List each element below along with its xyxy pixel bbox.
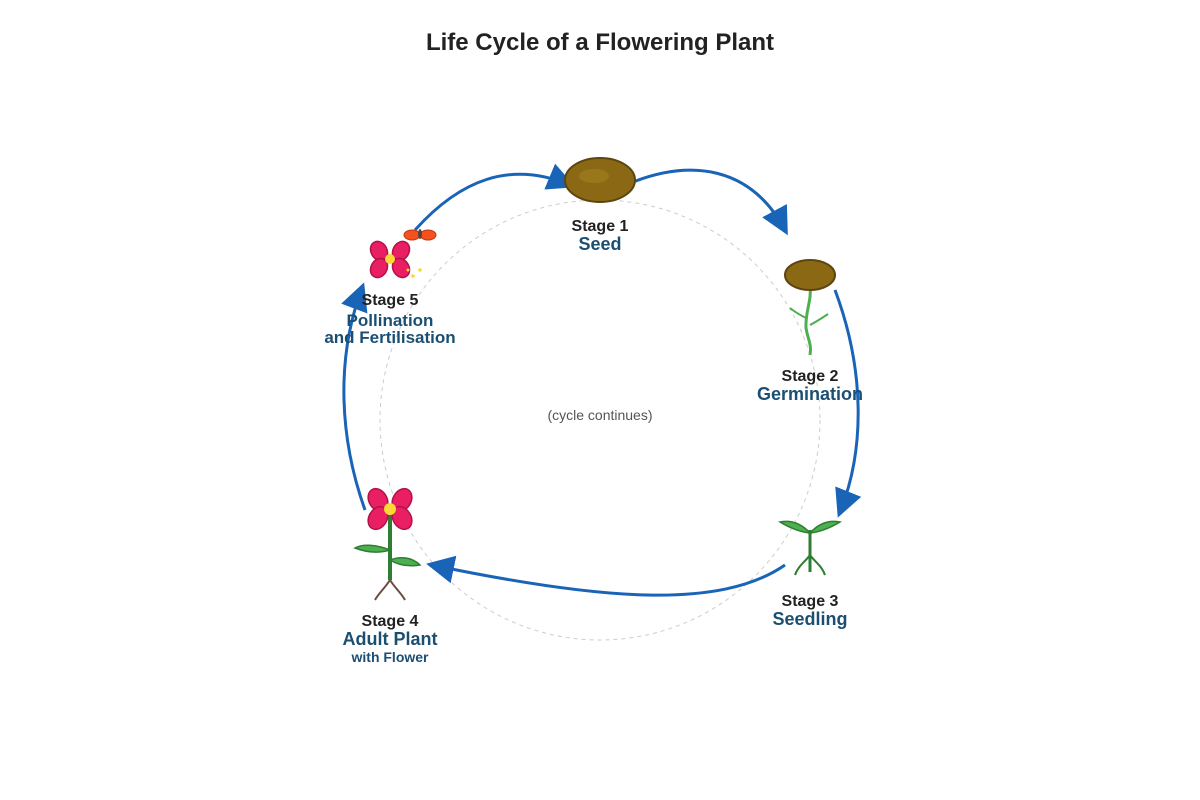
pollination-icon (369, 229, 437, 279)
stage-5-name-line1: Pollination (347, 311, 434, 330)
seed-icon (564, 157, 636, 203)
stage-3-name: Seedling (772, 609, 847, 629)
stage-5-name-line2: and Fertilisation (324, 328, 455, 347)
stage-5-pollination: Stage 5 Pollination and Fertilisation (324, 229, 456, 347)
flowering-plant-icon (353, 487, 422, 601)
stage-4-name: Adult Plant (343, 629, 438, 649)
stage-1-name: Seed (578, 234, 621, 254)
arrow-seedling-to-adult (426, 555, 786, 597)
arrow-pollination-to-seed (413, 163, 576, 232)
diagram-title: Life Cycle of a Flowering Plant (426, 29, 774, 56)
stage-5-number: Stage 5 (362, 292, 419, 309)
stage-2-germination: Stage 2 Germination (757, 259, 863, 404)
stage-3-number: Stage 3 (782, 593, 839, 610)
insect-icon (403, 229, 437, 241)
stage-2-number: Stage 2 (782, 368, 839, 385)
stage-4-subtitle: with Flower (351, 649, 430, 665)
cycle-guide-circle (379, 199, 821, 641)
stage-1-number: Stage 1 (572, 218, 629, 235)
arrow-germination-to-seedling (833, 289, 862, 518)
arrow-adult-to-pollination (341, 282, 368, 511)
arrow-seed-to-germination (632, 168, 788, 236)
germinating-seed-icon (784, 259, 836, 356)
center-note: (cycle continues) (547, 407, 652, 423)
seedling-icon (777, 520, 843, 576)
stage-4-adult-plant: Stage 4 Adult Plant with Flower (343, 487, 438, 665)
stage-3-seedling: Stage 3 Seedling (772, 520, 848, 629)
stage-2-name: Germination (757, 384, 863, 404)
stage-1-seed: Stage 1 Seed (564, 157, 636, 254)
stage-4-number: Stage 4 (362, 613, 419, 630)
